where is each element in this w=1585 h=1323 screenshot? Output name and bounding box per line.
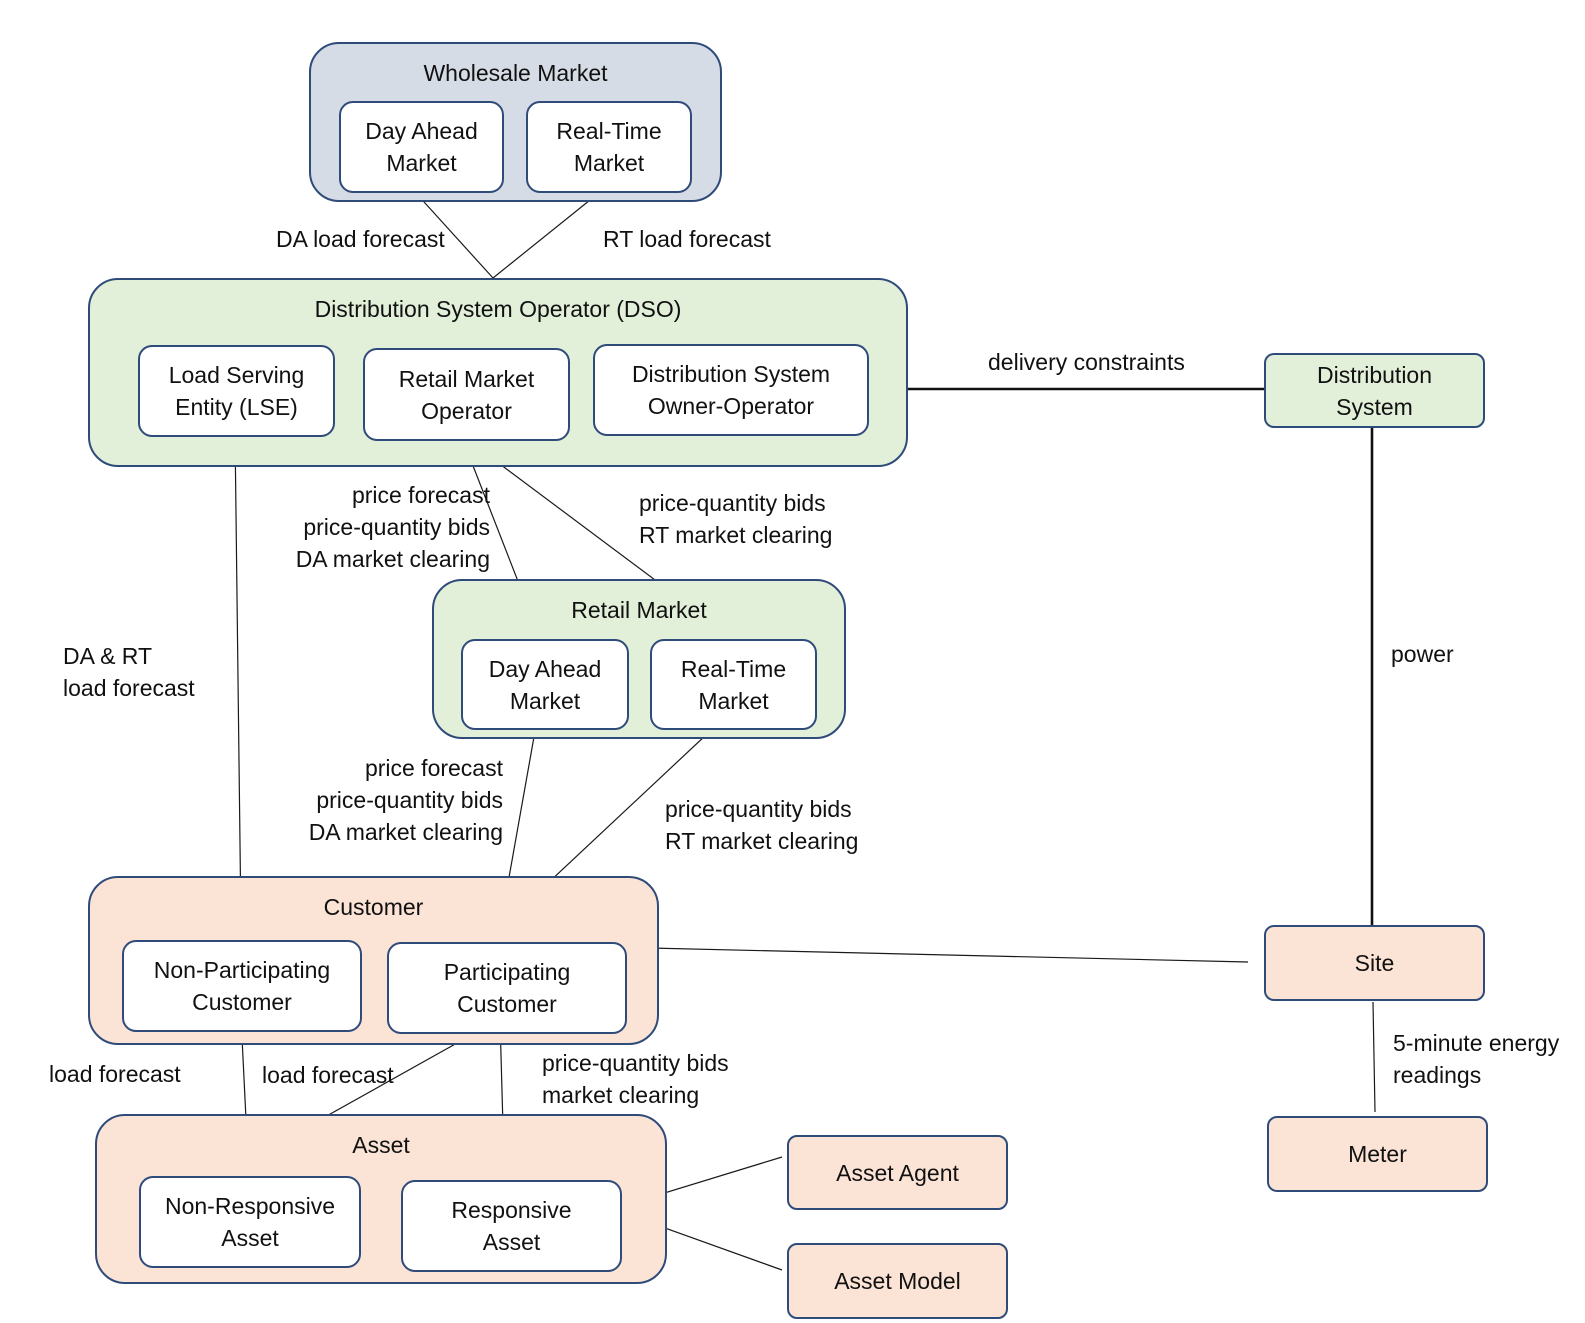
load-forecast-mid-label: load forecast: [262, 1062, 394, 1088]
rmo-rt-flows-label: price-quantity bids RT market clearing: [639, 490, 833, 548]
asset-agent-node: Asset Agent: [787, 1135, 1008, 1210]
rm-da-flows-label: price forecast price-quantity bids DA ma…: [308, 755, 503, 845]
load-forecast-left-label: load forecast: [49, 1061, 181, 1087]
customer-title: Customer: [323, 894, 424, 920]
asset-title: Asset: [352, 1132, 410, 1158]
lse-load-forecast-label: DA & RT load forecast: [63, 643, 195, 701]
non-responsive-asset-node: Non-Responsive Asset: [139, 1176, 361, 1268]
rmo-da-flows-label: price forecast price-quantity bids DA ma…: [295, 482, 490, 572]
rt-load-forecast-label: RT load forecast: [603, 226, 771, 252]
retail-day-ahead-market-node: Day Ahead Market: [461, 639, 629, 730]
delivery-constraints-label: delivery constraints: [988, 349, 1185, 375]
connector-customer-to-site: [648, 947, 1249, 963]
retail-market-title: Retail Market: [571, 597, 707, 623]
retail-market-operator-node: Retail Market Operator: [363, 348, 570, 441]
meter-readings-label: 5-minute energy readings: [1393, 1030, 1560, 1088]
wholesale-day-ahead-market-node: Day Ahead Market: [339, 101, 504, 193]
wholesale-market-title: Wholesale Market: [423, 60, 608, 86]
asset-model-node: Asset Model: [787, 1243, 1008, 1319]
da-load-forecast-label: DA load forecast: [276, 226, 445, 252]
retail-real-time-market-node: Real-Time Market: [650, 639, 817, 730]
connector-rt-wholesale-to-dso: [492, 191, 601, 279]
asset-flows-label: price-quantity bids market clearing: [542, 1050, 729, 1108]
connector-da-wholesale-to-dso: [414, 191, 494, 279]
distribution-system-owner-operator-node: Distribution System Owner-Operator: [593, 344, 869, 436]
responsive-asset-node: Responsive Asset: [401, 1180, 622, 1272]
connector-lse-to-non-participating: [234, 430, 242, 927]
power-label: power: [1391, 641, 1454, 667]
participating-customer-node: Participating Customer: [387, 942, 627, 1034]
non-participating-customer-node: Non-Participating Customer: [122, 940, 362, 1032]
connector-site-to-meter: [1372, 1001, 1376, 1113]
dso-title: Distribution System Operator (DSO): [314, 296, 682, 322]
load-serving-entity-node: Load Serving Entity (LSE): [138, 345, 335, 437]
site-node: Site: [1264, 925, 1485, 1001]
distribution-system-node: Distribution System: [1264, 353, 1485, 428]
wholesale-real-time-market-node: Real-Time Market: [526, 101, 692, 193]
rm-rt-flows-label: price-quantity bids RT market clearing: [665, 796, 859, 854]
meter-node: Meter: [1267, 1116, 1488, 1192]
